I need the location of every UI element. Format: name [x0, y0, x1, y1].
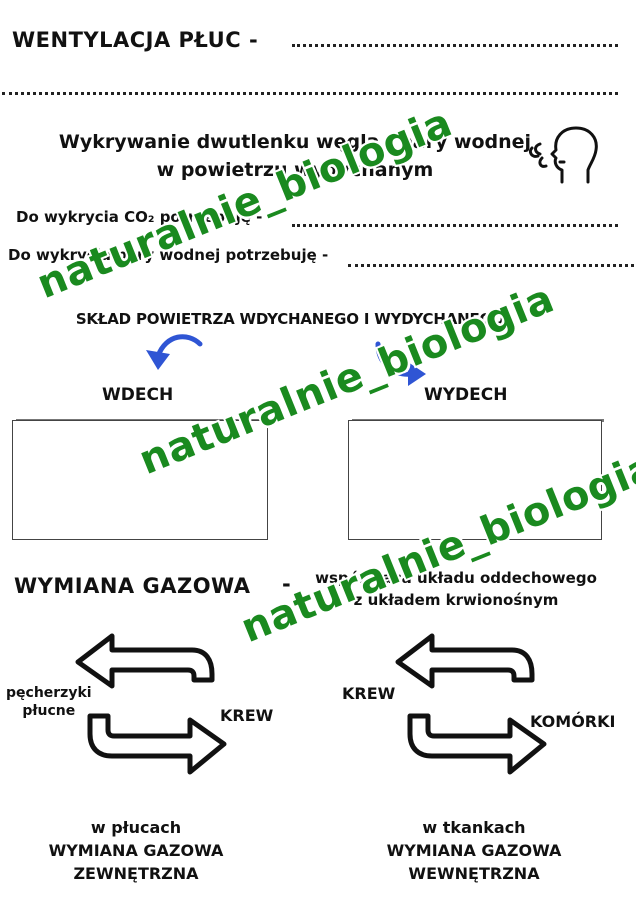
gas-exchange-description: współpraca układu oddechowego z układem … [296, 567, 616, 611]
inhale-arrow-icon [146, 334, 203, 370]
tissues-caption-line2: WYMIANA GAZOWA [386, 841, 562, 860]
lungs-caption-line1: w płucach [90, 818, 182, 837]
co2-label: Do wykrycia CO₂ potrzebuję - [16, 208, 263, 226]
gas-exchange-heading: WYMIANA GAZOWA [14, 574, 251, 598]
composition-heading: SKŁAD POWIETRZA WDYCHANEGO I WYDYCHANEGO [75, 310, 505, 328]
lungs-left-label-line2: płucne [22, 703, 76, 719]
tissues-caption-line1: w tkankach [422, 818, 526, 837]
water-vapor-label: Do wykrycia pary wodnej potrzebuję - [8, 246, 329, 264]
title-answer-line [292, 44, 618, 47]
lungs-right-label: KREW [220, 706, 274, 725]
co2-answer-line [292, 224, 618, 227]
tissues-right-label: KOMÓRKI [530, 712, 616, 731]
lungs-left-label-line1: pęcherzyki [6, 685, 92, 701]
water-vapor-answer-line [348, 264, 634, 267]
exhale-answer-box [348, 420, 602, 540]
gas-exchange-dash: - [282, 572, 292, 596]
title-answer-line-2 [2, 92, 618, 95]
lungs-caption-line3: ZEWNĘTRZNA [73, 864, 199, 883]
lungs-caption-line2: WYMIANA GAZOWA [48, 841, 224, 860]
inhale-label: WDECH [102, 385, 174, 405]
lungs-caption: w płucach WYMIANA GAZOWA ZEWNĘTRZNA [20, 816, 252, 885]
tissues-caption-line3: WEWNĘTRZNA [408, 864, 540, 883]
page-title: WENTYLACJA PŁUC - [12, 28, 259, 52]
tissues-caption: w tkankach WYMIANA GAZOWA WEWNĘTRZNA [356, 816, 592, 885]
tissues-exchange-arrows-icon [395, 633, 547, 775]
exhale-arrow-icon [375, 341, 426, 386]
detection-subtitle-line2: w powietrzu wydychanym [156, 159, 434, 181]
detection-subtitle-line1: Wykrywanie dwutlenku węgla i pary wodnej [58, 131, 532, 153]
lungs-exchange-arrows-icon [75, 633, 227, 775]
tissues-left-label: KREW [342, 684, 396, 703]
inhale-answer-box [12, 420, 268, 540]
lungs-left-label: pęcherzyki płucne [6, 684, 92, 720]
breathing-face-icon [528, 126, 598, 184]
gas-exchange-desc-line1: współpraca układu oddechowego [315, 569, 597, 587]
detection-subtitle: Wykrywanie dwutlenku węgla i pary wodnej… [40, 128, 550, 184]
gas-exchange-desc-line2: z układem krwionośnym [353, 591, 559, 609]
exhale-label: WYDECH [424, 385, 508, 405]
